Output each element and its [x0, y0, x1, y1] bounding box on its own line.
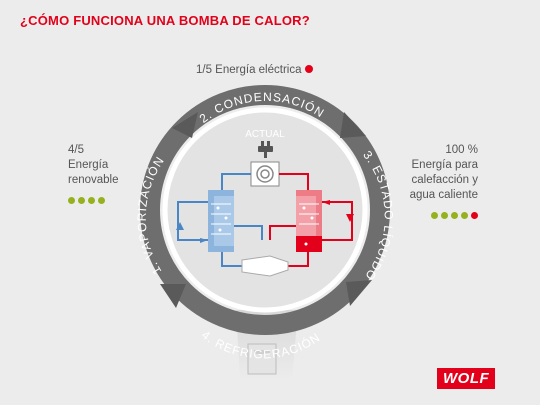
output-line-3: agua caliente: [409, 189, 478, 201]
condenser-icon: [296, 190, 322, 252]
red-arrow-icon: [346, 214, 354, 222]
ring-arrow-icon: [160, 284, 186, 308]
red-dot-icon: [305, 65, 314, 73]
green-dot-icon: [88, 197, 95, 204]
green-dot-icon: [68, 197, 75, 204]
evaporator-icon: [208, 190, 234, 252]
electric-energy-text: 1/5 Energía eléctrica: [196, 64, 302, 76]
red-dot-icon: [471, 212, 478, 219]
hot-circuit: [269, 173, 353, 267]
ring-arrow-icon: [172, 112, 198, 138]
cycle-ring: [140, 85, 390, 335]
plug-icon: [258, 141, 273, 158]
inner-circle: [162, 107, 368, 313]
wolf-logo: WOLF: [437, 368, 496, 389]
outdoor-unit-icon: [247, 343, 277, 375]
renewable-line-1: Energía: [68, 159, 109, 171]
expansion-valve-icon: [241, 255, 289, 277]
green-dots: [68, 194, 119, 209]
output-energy-block: 100 % Energía para calefacción y agua ca…: [410, 143, 478, 224]
compressor-spiral-inner: [260, 169, 270, 179]
green-dot-icon: [78, 197, 85, 204]
outdoor-unit-slot: [254, 350, 270, 354]
output-dots: [410, 209, 478, 224]
cold-circuit: [177, 173, 263, 267]
green-dot-icon: [98, 197, 105, 204]
blue-arrow-icon: [176, 222, 184, 230]
red-arrow-icon: [322, 200, 330, 205]
renewable-energy-block: 4/5 Energía renovable: [68, 143, 119, 209]
page-title: ¿CÓMO FUNCIONA UNA BOMBA DE CALOR?: [20, 13, 310, 28]
electric-energy-label: 1/5 Energía eléctrica: [196, 64, 314, 76]
output-line-2: calefacción y: [411, 174, 478, 186]
green-dot-icon: [431, 212, 438, 219]
renewable-line-2: renovable: [68, 174, 119, 186]
actual-label: ACTUAL: [245, 129, 285, 140]
green-dot-icon: [451, 212, 458, 219]
blue-arrow-icon: [200, 238, 208, 243]
compressor-spiral-icon: [256, 165, 274, 183]
output-percent: 100 %: [445, 144, 478, 156]
renewable-fraction: 4/5: [68, 144, 84, 156]
ring-arrow-icon: [340, 112, 366, 138]
green-dot-icon: [461, 212, 468, 219]
ring-arrow-icon: [346, 280, 372, 306]
green-dot-icon: [441, 212, 448, 219]
output-line-1: Energía para: [411, 159, 479, 171]
